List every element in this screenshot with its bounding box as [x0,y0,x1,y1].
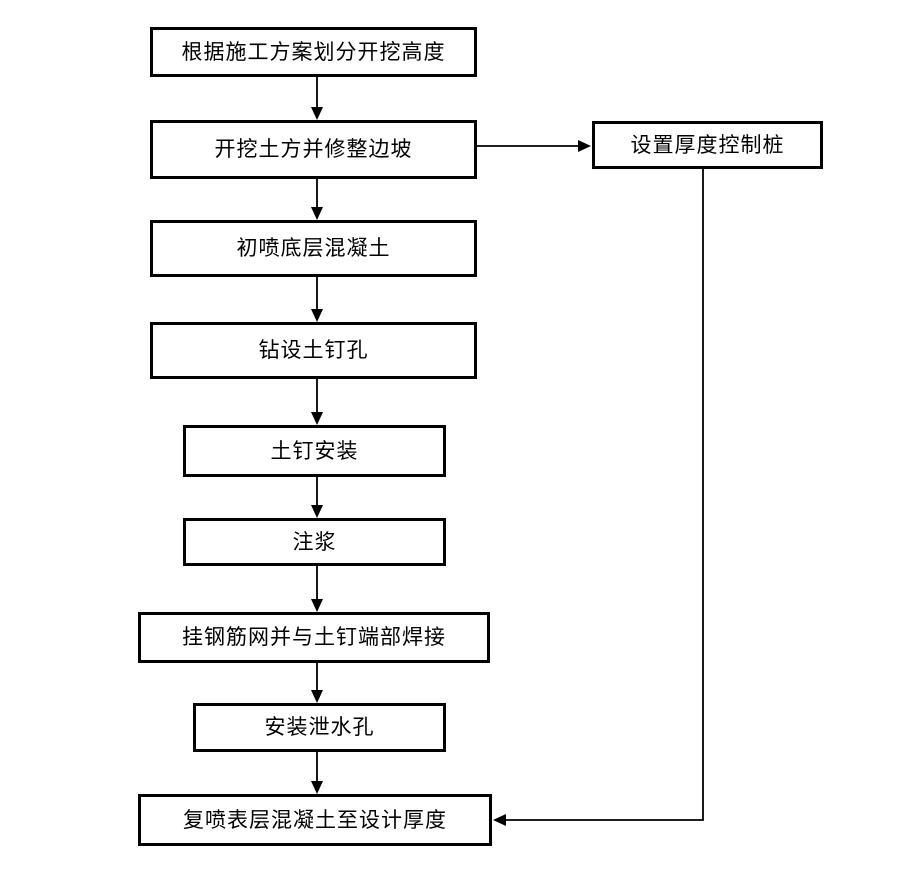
flow-node-step7: 挂钢筋网并与土钉端部焊接 [138,612,490,663]
arrow-step8-step9 [311,752,323,794]
flow-node-step8: 安装泄水孔 [193,703,446,752]
flow-node-step6: 注浆 [183,518,446,566]
flow-node-step4: 钻设土钉孔 [150,322,477,379]
arrow-side1-step9 [493,169,704,826]
flow-node-step1: 根据施工方案划分开挖高度 [150,27,477,77]
flow-node-step5: 土钉安装 [183,425,446,477]
arrow-step7-step8 [311,663,323,703]
arrow-step5-step6 [311,477,323,518]
flow-node-side1: 设置厚度控制桩 [592,121,823,169]
flow-node-step2: 开挖土方并修整边坡 [150,120,477,179]
arrow-step2-side1 [477,140,591,152]
arrow-step1-step2 [311,77,323,120]
arrow-step4-step5 [311,379,323,425]
flow-node-step9: 复喷表层混凝土至设计厚度 [138,794,492,846]
arrow-step6-step7 [311,566,323,612]
arrow-step2-step3 [311,179,323,220]
flow-node-step3: 初喷底层混凝土 [150,220,477,277]
arrow-step3-step4 [311,277,323,322]
